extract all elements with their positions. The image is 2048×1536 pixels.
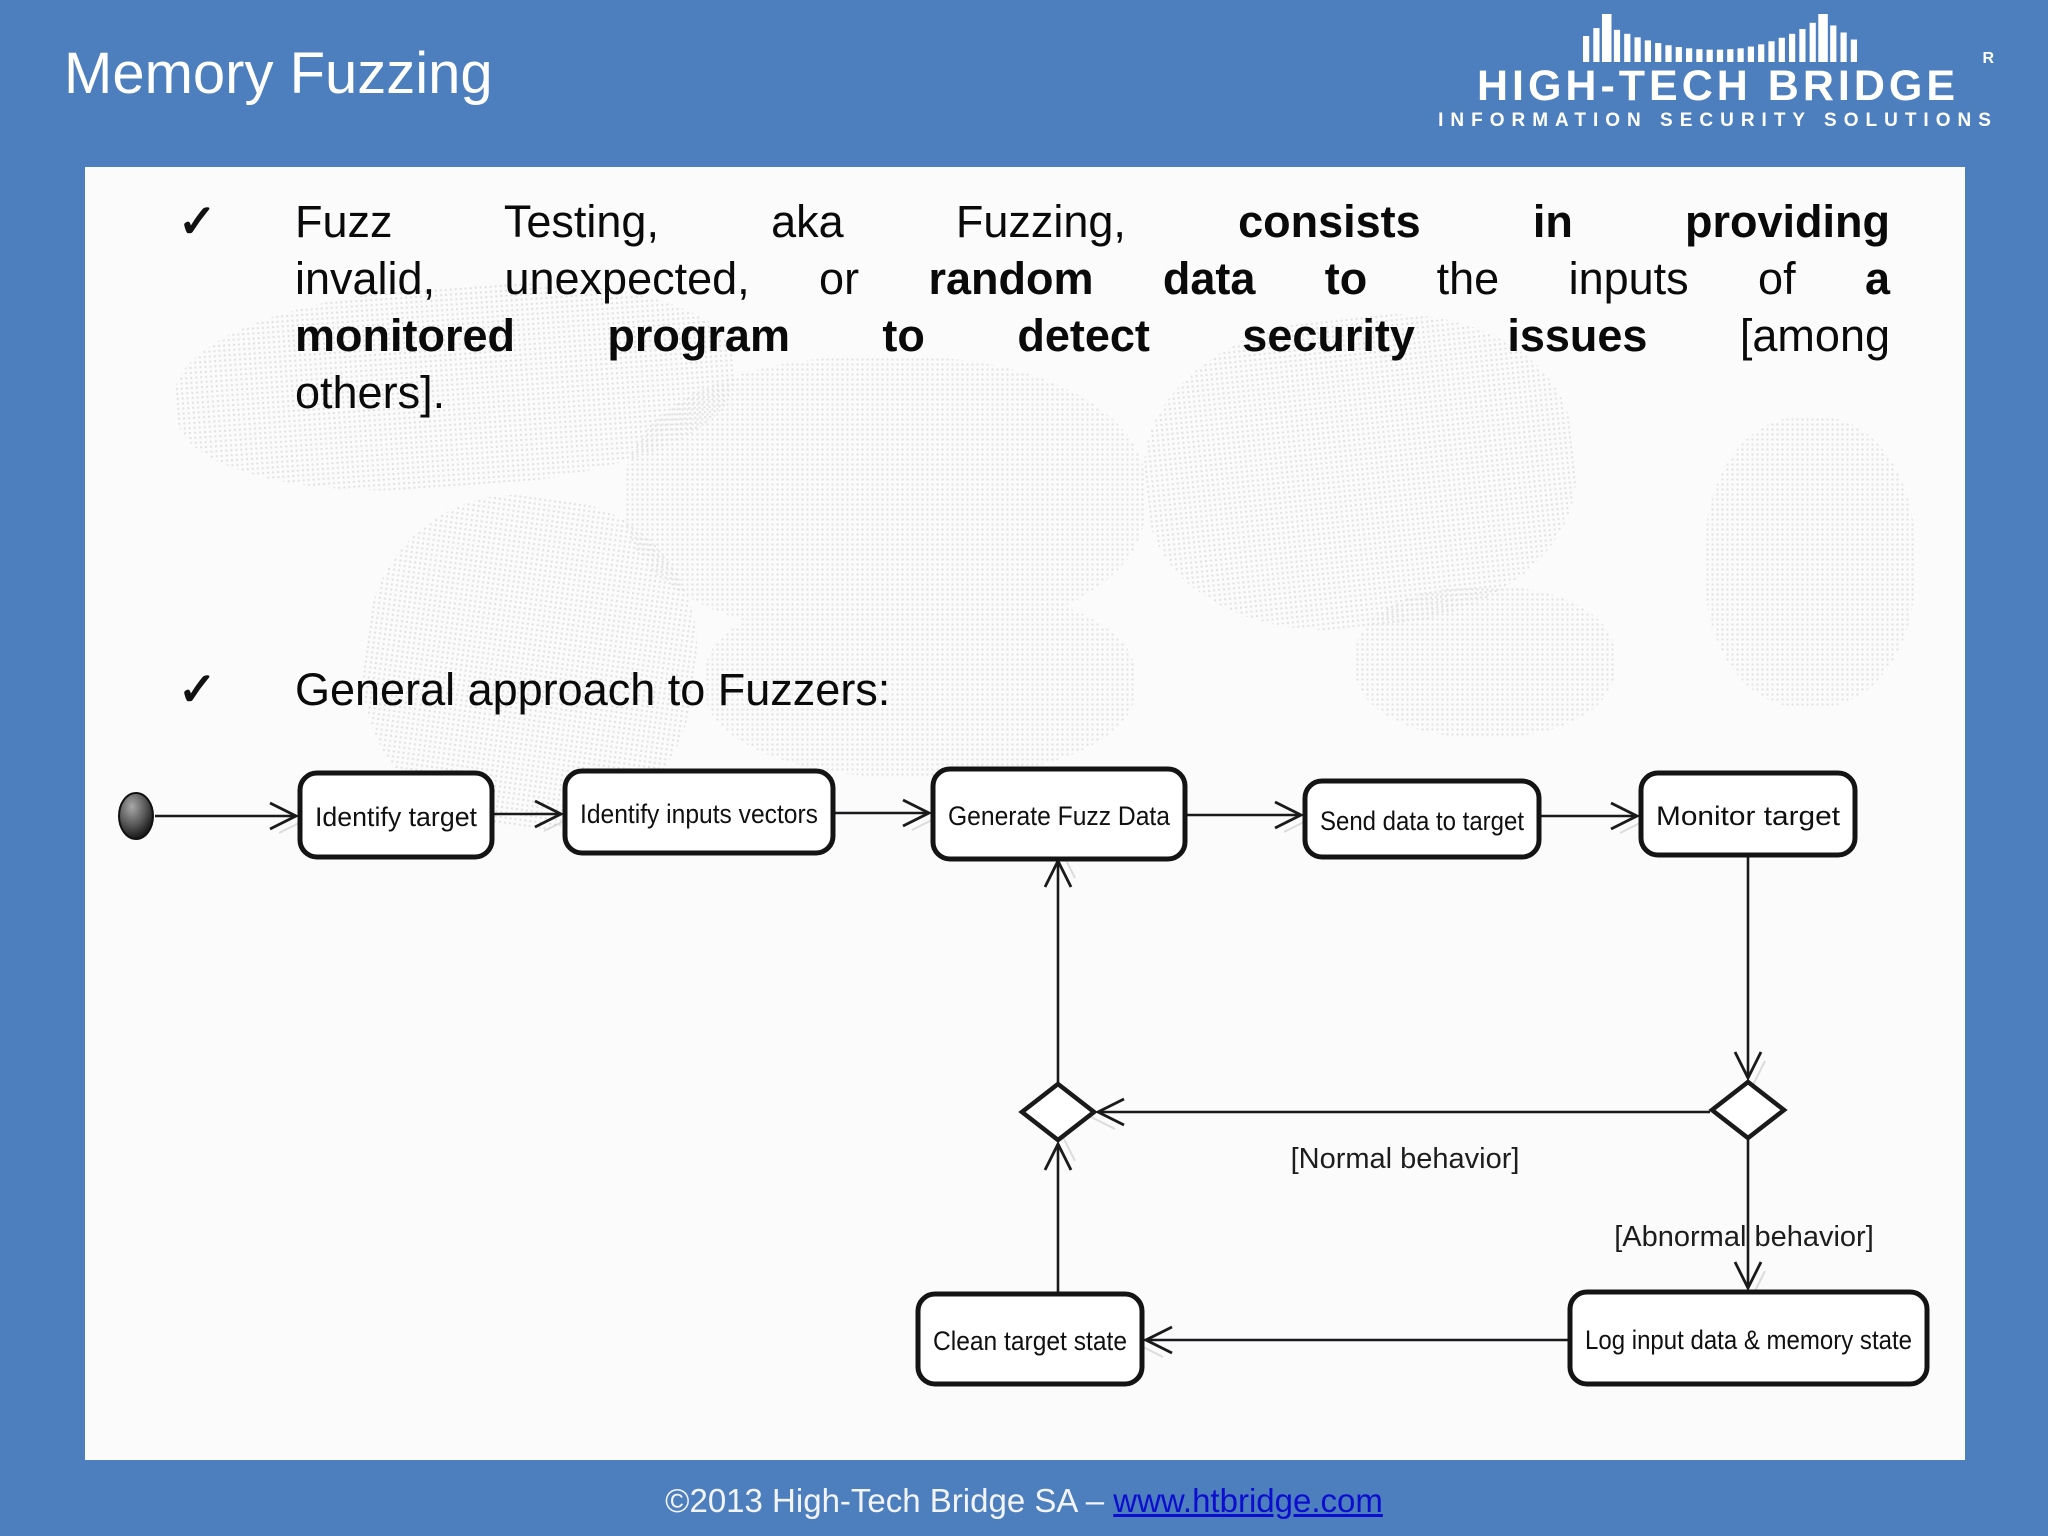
footer-link[interactable]: www.htbridge.com bbox=[1113, 1482, 1383, 1519]
checkmark-icon: ✓ bbox=[178, 663, 217, 715]
world-map-watermark bbox=[85, 167, 1965, 1460]
bullet-general-approach: ✓ General approach to Fuzzers: bbox=[178, 661, 1890, 718]
text-line: invalid, unexpected, or random data to t… bbox=[295, 253, 1890, 304]
text-line: General approach to Fuzzers: bbox=[295, 664, 891, 715]
bullet-fuzz-definition: ✓ Fuzz Testing, aka Fuzzing, consists in… bbox=[178, 193, 1890, 421]
bullet-definition-text: Fuzz Testing, aka Fuzzing, consists in p… bbox=[295, 193, 1890, 421]
watermark-blob bbox=[705, 587, 1135, 777]
watermark-blob bbox=[1705, 417, 1915, 707]
logo-tagline: INFORMATION SECURITY SOLUTIONS bbox=[1438, 110, 1998, 131]
registered-trademark-icon: R bbox=[1982, 50, 1994, 67]
checkmark-icon: ✓ bbox=[178, 195, 217, 247]
watermark-blob bbox=[1355, 587, 1615, 737]
bridge-icon bbox=[1583, 14, 1857, 62]
logo-name: HIGH-TECH BRIDGE bbox=[1476, 62, 1960, 110]
bullet-approach-text: General approach to Fuzzers: bbox=[295, 661, 1890, 718]
text-line: monitored program to detect security iss… bbox=[295, 310, 1890, 361]
text-line: Fuzz Testing, aka Fuzzing, consists in p… bbox=[295, 196, 1890, 247]
text-line: others]. bbox=[295, 367, 446, 418]
footer: ©2013 High-Tech Bridge SA – www.htbridge… bbox=[0, 1482, 2048, 1520]
page-title: Memory Fuzzing bbox=[64, 41, 493, 106]
copyright-text: ©2013 High-Tech Bridge SA – bbox=[665, 1482, 1114, 1519]
content-panel: ✓ Fuzz Testing, aka Fuzzing, consists in… bbox=[85, 167, 1965, 1460]
